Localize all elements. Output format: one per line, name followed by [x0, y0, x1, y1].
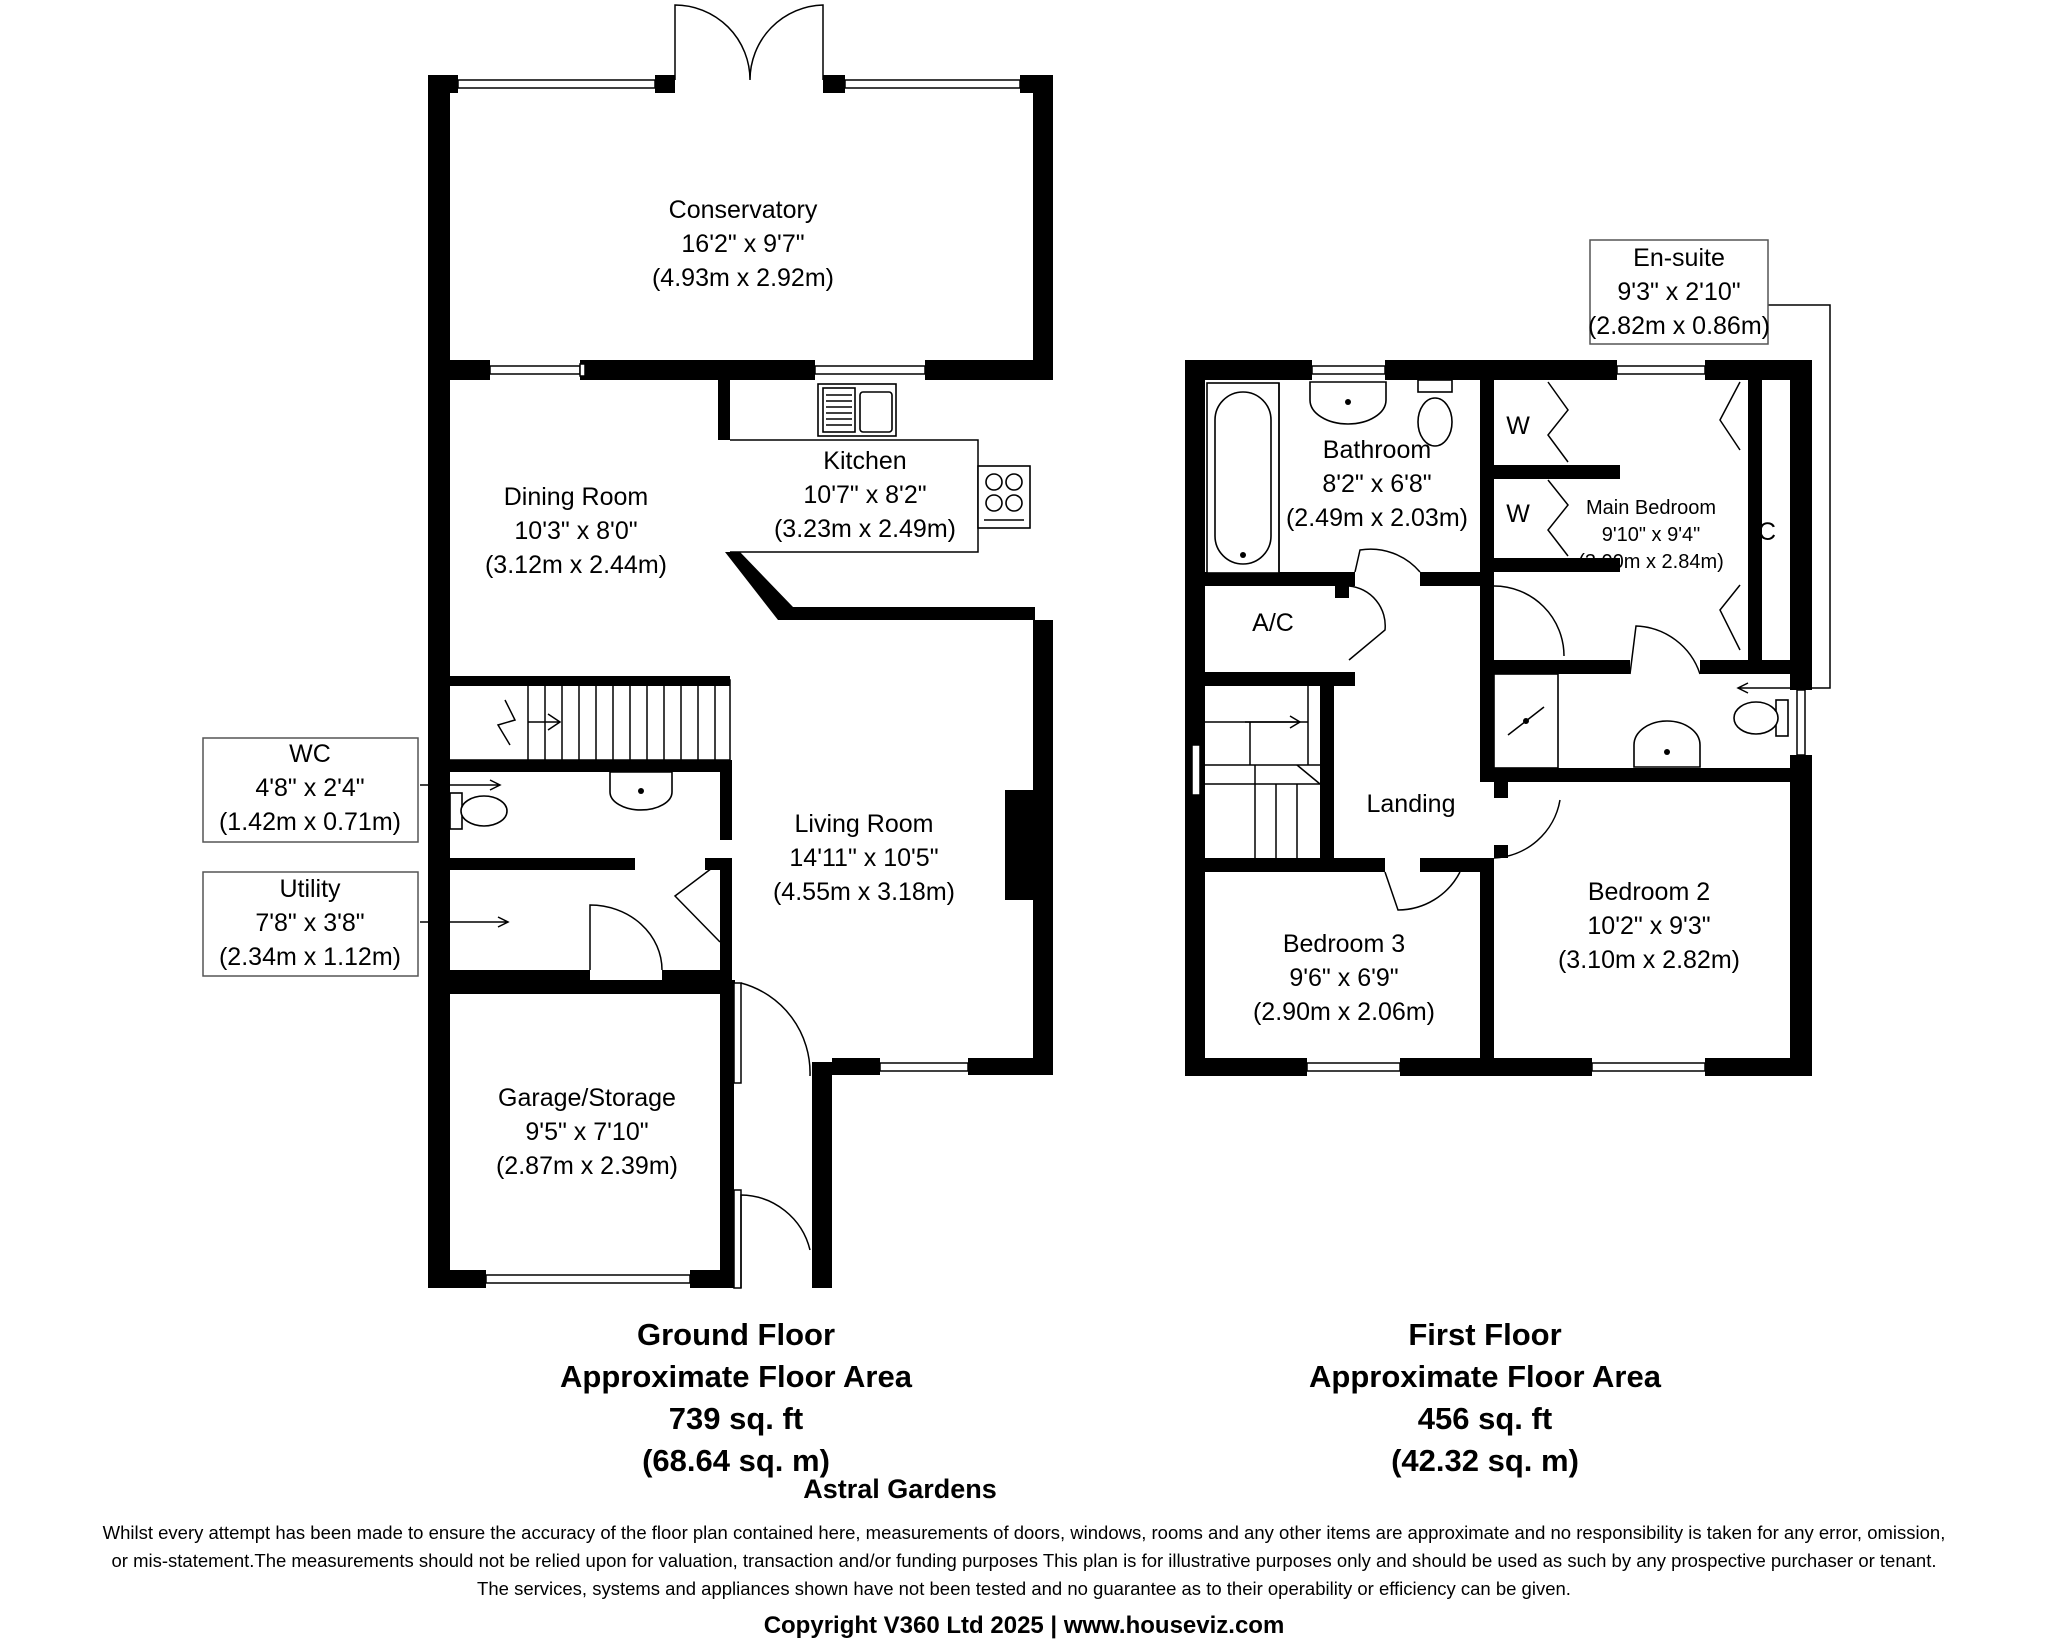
bedroom-3-metric: (2.90m x 2.06m): [1253, 998, 1435, 1026]
copyright: Copyright V360 Ltd 2025 | www.houseviz.c…: [763, 1612, 1285, 1639]
garage-imperial: 9'5" x 7'10": [525, 1118, 648, 1146]
bathroom-imperial: 8'2" x 6'8": [1322, 470, 1431, 498]
ensuite-metric: (2.82m x 0.86m): [1588, 312, 1770, 340]
disclaimer-line: The services, systems and appliances sho…: [477, 1578, 1571, 1599]
first-floor-area-sqft: 456 sq. ft: [1417, 1401, 1553, 1436]
ground-floor-area-sqm: (68.64 sq. m): [642, 1443, 830, 1478]
first-floor-area-label: Approximate Floor Area: [1309, 1359, 1661, 1394]
wc-toilet-icon: [449, 792, 508, 830]
bedroom-2-metric: (3.10m x 2.82m): [1558, 946, 1740, 974]
wc-metric: (1.42m x 0.71m): [219, 808, 401, 836]
ground-floor-title: Ground Floor: [636, 1317, 836, 1352]
utility-label-box: [202, 871, 419, 977]
property-name: Astral Gardens: [803, 1474, 997, 1504]
wc-imperial: 4'8" x 2'4": [255, 774, 364, 802]
wc-basin-icon: [609, 771, 673, 811]
ensuite-leader: [1736, 304, 1831, 694]
living-room-imperial: 14'11" x 10'5": [789, 844, 938, 872]
airing-cupboard-label: A/C: [1252, 609, 1294, 637]
main-bedroom-name: Main Bedroom: [1586, 497, 1716, 519]
garage-metric: (2.87m x 2.39m): [496, 1152, 678, 1180]
wardrobe-2-label: W: [1506, 500, 1530, 528]
first-floor-stairs: [1205, 686, 1321, 858]
ensuite-toilet-icon: [1733, 699, 1789, 737]
ground-stairs: [496, 686, 716, 760]
dining-room-imperial: 10'3" x 8'0": [514, 517, 637, 545]
living-room-name: Living Room: [795, 810, 934, 838]
landing-name: Landing: [1367, 790, 1456, 818]
first-floor-summary: First Floor Approximate Floor Area 456 s…: [1205, 1314, 1765, 1482]
conservatory-metric: (4.93m x 2.92m): [652, 264, 834, 292]
utility-imperial: 7'8" x 3'8": [255, 909, 364, 937]
dining-room-name: Dining Room: [504, 483, 649, 511]
bedroom-2-name: Bedroom 2: [1588, 878, 1710, 906]
shower-icon: [1493, 673, 1559, 769]
cupboard-label: C: [1758, 518, 1776, 546]
utility-leader: [420, 916, 510, 928]
utility-name: Utility: [279, 875, 341, 903]
kitchen-sink-icon: [822, 387, 893, 433]
bathroom-toilet-icon: [1417, 379, 1453, 447]
conservatory-name: Conservatory: [669, 196, 818, 224]
bathroom-basin-icon: [1309, 381, 1387, 425]
dining-room-metric: (3.12m x 2.44m): [485, 551, 667, 579]
wc-label-box: [202, 737, 419, 843]
bedroom-3-imperial: 9'6" x 6'9": [1289, 964, 1398, 992]
first-floor-plan: [1185, 360, 1812, 1076]
main-bedroom-metric: (3.00m x 2.84m): [1578, 551, 1724, 573]
wc-name: WC: [289, 740, 331, 768]
first-floor-area-sqm: (42.32 sq. m): [1391, 1443, 1579, 1478]
bath-icon: [1206, 382, 1280, 574]
ground-floor-area-sqft: 739 sq. ft: [668, 1401, 804, 1436]
ground-floor-area-label: Approximate Floor Area: [560, 1359, 912, 1394]
ground-floor-plan: [428, 4, 1053, 1289]
ground-floor-summary: Ground Floor Approximate Floor Area 739 …: [456, 1314, 1016, 1482]
disclaimer-line: or mis-statement.The measurements should…: [111, 1550, 1937, 1571]
ensuite-imperial: 9'3" x 2'10": [1617, 278, 1740, 306]
hob-icon: [977, 465, 1031, 529]
main-bedroom-imperial: 9'10" x 9'4": [1602, 524, 1701, 546]
kitchen-name: Kitchen: [823, 447, 906, 475]
first-floor-title: First Floor: [1408, 1317, 1562, 1352]
bedroom-3-name: Bedroom 3: [1283, 930, 1405, 958]
conservatory-imperial: 16'2" x 9'7": [681, 230, 804, 258]
wc-leader: [420, 779, 502, 791]
disclaimer-line: Whilst every attempt has been made to en…: [102, 1522, 1946, 1543]
utility-metric: (2.34m x 1.12m): [219, 943, 401, 971]
ensuite-name: En-suite: [1633, 244, 1725, 272]
bedroom-2-imperial: 10'2" x 9'3": [1587, 912, 1710, 940]
bathroom-name: Bathroom: [1323, 436, 1431, 464]
kitchen-imperial: 10'7" x 8'2": [803, 481, 926, 509]
wardrobe-1-label: W: [1506, 412, 1530, 440]
ensuite-basin-icon: [1633, 720, 1701, 768]
kitchen-metric: (3.23m x 2.49m): [774, 515, 956, 543]
bathroom-metric: (2.49m x 2.03m): [1286, 504, 1468, 532]
living-room-metric: (4.55m x 3.18m): [773, 878, 955, 906]
disclaimer: Whilst every attempt has been made to en…: [0, 1519, 2048, 1603]
garage-name: Garage/Storage: [498, 1084, 676, 1112]
ensuite-label-box: [1589, 239, 1769, 345]
